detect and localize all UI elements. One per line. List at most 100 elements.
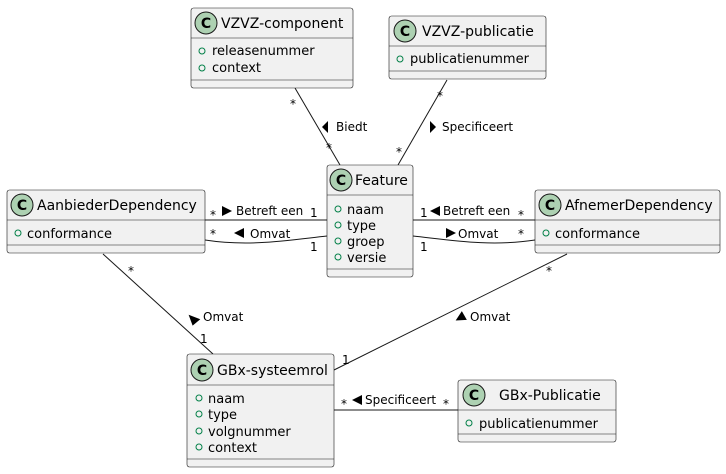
label-aanbieder-betreft: Betreft een [236,204,303,218]
public-visibility-icon [542,229,550,237]
class-stereotype-icon [329,168,353,192]
class-name: AfnemerDependency [565,198,713,214]
label-afnemer-omvat-feature: Omvat [458,227,499,241]
direction-arrow-icon [188,314,201,326]
class-stereotype-icon [462,383,486,407]
public-visibility-icon [334,237,342,245]
label-afnemer-omvat-rol: Omvat [470,310,511,324]
class-c-glyph: C [17,198,27,214]
mult-afnemer-betreft-to: * [518,208,524,222]
mult-afnemer-betreft-from: 1 [420,206,428,220]
mult-aanbieder-omvat-rol-to: 1 [200,332,208,346]
public-visibility-icon [195,410,203,418]
class-c-glyph: C [336,173,346,189]
direction-arrow-icon [222,206,232,216]
public-visibility-icon [198,64,206,72]
class-c-glyph: C [545,198,555,214]
attribute: conformance [27,227,112,242]
edge-specificeert-publicatie [397,79,448,166]
class-aanbieder-dependency[interactable]: C AanbiederDependency conformance [6,189,206,254]
public-visibility-icon [195,443,203,451]
attribute: context [208,441,257,456]
attribute: naam [208,392,245,407]
class-feature[interactable]: C Feature naam type groep versie [326,164,414,278]
class-stereotype-icon [538,193,562,217]
public-visibility-icon [396,55,404,63]
class-c-glyph: C [201,16,211,32]
edge-afnemer-omvat-feature [412,235,536,244]
direction-arrow-icon [322,121,328,133]
mult-aanbieder-omvat-to: 1 [310,240,318,254]
mult-afnemer-omvat-to: * [518,227,524,241]
class-stereotype-icon [194,11,218,35]
class-vzvz-publicatie[interactable]: C VZVZ-publicatie publicatienummer [388,15,547,80]
label-biedt: Biedt [336,120,368,134]
class-name: GBx-systeemrol [217,363,328,379]
mult-rol-specificeert-to: * [443,397,449,411]
class-name: AanbiederDependency [37,198,197,214]
mult-specificeert-to: * [396,145,402,159]
class-stereotype-icon [393,19,417,43]
public-visibility-icon [195,427,203,435]
label-rol-specificeert: Specificeert [365,393,436,407]
mult-afnemer-omvat-rol-to: 1 [342,353,350,367]
edge-biedt [294,87,341,166]
mult-biedt-from: * [290,97,296,111]
attribute: publicatienummer [479,417,599,432]
edge-labels: Biedt * * Specificeert * * Betreft een *… [128,89,552,411]
attribute: context [212,61,261,76]
class-name: GBx-Publicatie [499,388,601,404]
public-visibility-icon [195,394,203,402]
direction-arrow-icon [430,206,440,216]
direction-arrow-icon [352,395,362,405]
public-visibility-icon [198,47,206,55]
label-aanbieder-omvat-rol: Omvat [203,310,244,324]
attribute: type [208,408,237,423]
attribute: type [347,219,376,234]
public-visibility-icon [334,221,342,229]
label-afnemer-betreft: Betreft een [443,204,510,218]
class-stereotype-icon [10,193,34,217]
mult-biedt-to: * [326,141,332,155]
class-name: VZVZ-component [221,16,344,32]
attribute: versie [347,251,386,266]
mult-afnemer-omvat-from: 1 [420,240,428,254]
direction-arrow-icon [455,311,467,321]
label-specificeert-publicatie: Specificeert [442,120,513,134]
direction-arrow-icon [446,228,456,238]
class-name: VZVZ-publicatie [422,24,534,40]
attribute: conformance [555,227,640,242]
mult-aanbieder-omvat-from: * [210,227,216,241]
class-c-glyph: C [400,24,410,40]
public-visibility-icon [334,253,342,261]
attribute: naam [347,203,384,218]
class-afnemer-dependency[interactable]: C AfnemerDependency conformance [534,189,721,254]
class-name: Feature [355,173,408,189]
direction-arrow-icon [234,228,244,238]
class-c-glyph: C [197,363,207,379]
mult-aanbieder-omvat-rol-from: * [128,264,134,278]
edge-aanbieder-omvat-rol [102,253,214,355]
mult-aanbieder-betreft-from: * [210,208,216,222]
edge-aanbieder-omvat-feature [204,235,328,244]
class-gbx-publicatie[interactable]: C GBx-Publicatie publicatienummer [457,379,617,443]
mult-afnemer-omvat-rol-from: * [546,264,552,278]
mult-aanbieder-betreft-to: 1 [310,206,318,220]
attribute: releasenummer [212,44,315,59]
edge-afnemer-omvat-rol [333,253,568,371]
mult-rol-specificeert-from: * [341,397,347,411]
attribute: volgnummer [208,425,291,440]
mult-specificeert-from: * [437,89,443,103]
public-visibility-icon [465,419,473,427]
attribute: groep [347,235,385,250]
class-c-glyph: C [469,388,479,404]
class-vzvz-component[interactable]: C VZVZ-component releasenummer context [190,7,354,89]
label-aanbieder-omvat-feature: Omvat [250,227,291,241]
edges [102,79,568,411]
class-gbx-systeemrol[interactable]: C GBx-systeemrol naam type volgnummer co… [186,353,335,468]
attribute: publicatienummer [410,52,530,67]
public-visibility-icon [334,205,342,213]
direction-arrow-icon [430,121,436,133]
class-stereotype-icon [190,358,214,382]
